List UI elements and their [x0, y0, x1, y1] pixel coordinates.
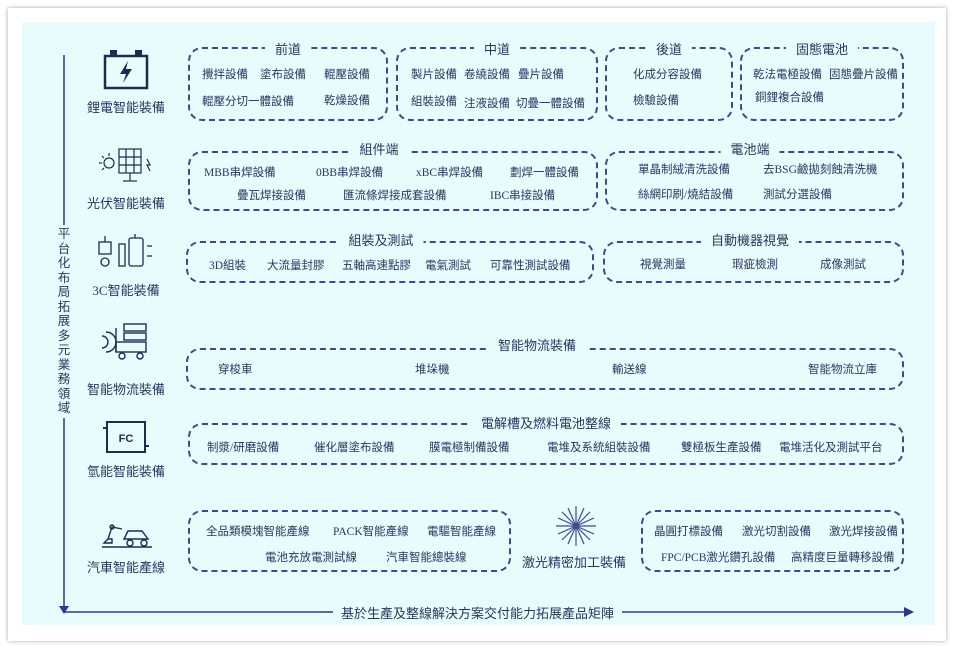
- svg-text:FC: FC: [119, 433, 134, 445]
- item: 電堆及系統組裝設備: [547, 442, 651, 454]
- item: 瑕疵檢測: [732, 259, 778, 271]
- item: 攪拌設備: [202, 69, 248, 81]
- item: FPC/PCB激光鑽孔設備: [661, 552, 776, 564]
- forklift-icon: [101, 323, 147, 360]
- item: 塗布設備: [260, 69, 306, 81]
- item: 汽車智能總裝線: [386, 552, 467, 564]
- item: 電驅智能產線: [427, 526, 496, 538]
- box-title: 前道: [264, 39, 312, 58]
- item: 疊片設備: [518, 69, 564, 81]
- item: 製片設備: [411, 69, 457, 81]
- item: 測試分選設備: [763, 189, 832, 201]
- item: 晶圓打標設備: [654, 526, 723, 538]
- box-title: 組裝及測試: [338, 230, 424, 249]
- item: 檢驗設備: [633, 95, 679, 107]
- item: 0BB串焊設備: [316, 167, 384, 179]
- item: 大流量封膠: [267, 260, 325, 272]
- item: 輸送線: [612, 364, 647, 376]
- category-label: 汽車智能產線: [86, 560, 166, 575]
- item: 銅鋰複合設備: [755, 92, 824, 104]
- category-label: 氫能智能裝備: [86, 464, 166, 479]
- category-label: 3C智能裝備: [92, 283, 160, 298]
- box-title: 智能物流裝備: [487, 335, 587, 354]
- category-label: 智能物流裝備: [86, 382, 166, 397]
- box-title: 後道: [645, 39, 693, 58]
- item: xBC串焊設備: [416, 167, 484, 179]
- horizontal-axis-label: 基於生產及整線解決方案交付能力拓展產品矩陣: [333, 603, 623, 622]
- category-label: 鋰電智能裝備: [86, 100, 166, 115]
- item: 3D組裝: [209, 260, 247, 272]
- lithium-back-box: [605, 47, 733, 121]
- laser-starburst-icon: [556, 506, 596, 546]
- item: 固態疊片設備: [829, 69, 898, 81]
- electronics-icon: [98, 234, 152, 267]
- item: 去BSG鹼拋刻蝕清洗機: [763, 164, 878, 176]
- item: 卷繞設備: [464, 69, 510, 81]
- item: 激光焊接設備: [829, 526, 898, 538]
- item: 智能物流立庫: [808, 364, 877, 376]
- vertical-axis-label: 平台化布局拓展多元業務領域: [57, 225, 71, 418]
- box-title: 電解槽及燃料電池整線: [470, 413, 622, 432]
- item: 乾燥設備: [324, 95, 370, 107]
- item: 雙極板生產設備: [681, 442, 762, 454]
- laser-title: 激光精密加工裝備: [522, 555, 627, 570]
- item: MBB串焊設備: [204, 167, 276, 179]
- item: 輥壓設備: [324, 69, 370, 81]
- box-title: 電池端: [720, 139, 780, 158]
- pv-cell-box: [605, 151, 904, 211]
- item: IBC串接設備: [490, 190, 556, 202]
- item: 堆垛機: [415, 364, 450, 376]
- logistics-box: [186, 348, 904, 390]
- solar-panel-icon: [99, 148, 151, 182]
- item: 絲網印刷/燒結設備: [638, 189, 734, 201]
- item: 單晶制絨清洗設備: [638, 164, 730, 176]
- lithium-solid-box: [740, 47, 904, 121]
- box-title: 自動機器視覺: [700, 230, 800, 249]
- item: 乾法電極設備: [753, 69, 822, 81]
- item: 輥壓分切一體設備: [202, 96, 294, 108]
- item: 電氣測試: [425, 260, 471, 272]
- item: 五軸高速點膠: [342, 260, 411, 272]
- box-title: 組件端: [349, 139, 409, 158]
- fuel-cell-icon: FC: [103, 421, 149, 453]
- item: 電池充放電測試線: [265, 552, 357, 564]
- diagram-panel: [22, 22, 935, 625]
- item: 疊瓦焊接設備: [237, 190, 306, 202]
- item: 成像測試: [820, 259, 866, 271]
- item: 切疊一體設備: [516, 98, 585, 110]
- box-title: 中道: [473, 39, 521, 58]
- item: 組裝設備: [411, 96, 457, 108]
- item: PACK智能產線: [333, 526, 409, 538]
- laser-box: [641, 510, 904, 572]
- item: 視覺測量: [640, 259, 686, 271]
- item: 可靠性測試設備: [490, 260, 571, 272]
- item: 全品類模塊智能產線: [206, 526, 310, 538]
- car-robot-icon: [102, 524, 152, 548]
- item: 注液設備: [464, 98, 510, 110]
- item: 膜電極制備設備: [429, 442, 510, 454]
- battery-icon: [103, 50, 149, 90]
- lithium-front-box: [188, 47, 388, 121]
- box-title: 固態電池: [785, 39, 859, 58]
- item: 劃焊一體設備: [510, 167, 579, 179]
- item: 穿梭車: [218, 364, 253, 376]
- item: 化成分容設備: [633, 69, 702, 81]
- category-label: 光伏智能裝備: [86, 196, 166, 211]
- item: 催化層塗布設備: [314, 442, 395, 454]
- item: 電堆活化及測試平台: [779, 442, 883, 454]
- auto-line-box: [188, 510, 511, 572]
- item: 激光切割設備: [742, 526, 811, 538]
- item: 高精度巨量轉移設備: [791, 552, 895, 564]
- item: 制漿/研磨設備: [207, 442, 280, 454]
- item: 匯流條焊接成套設備: [343, 190, 447, 202]
